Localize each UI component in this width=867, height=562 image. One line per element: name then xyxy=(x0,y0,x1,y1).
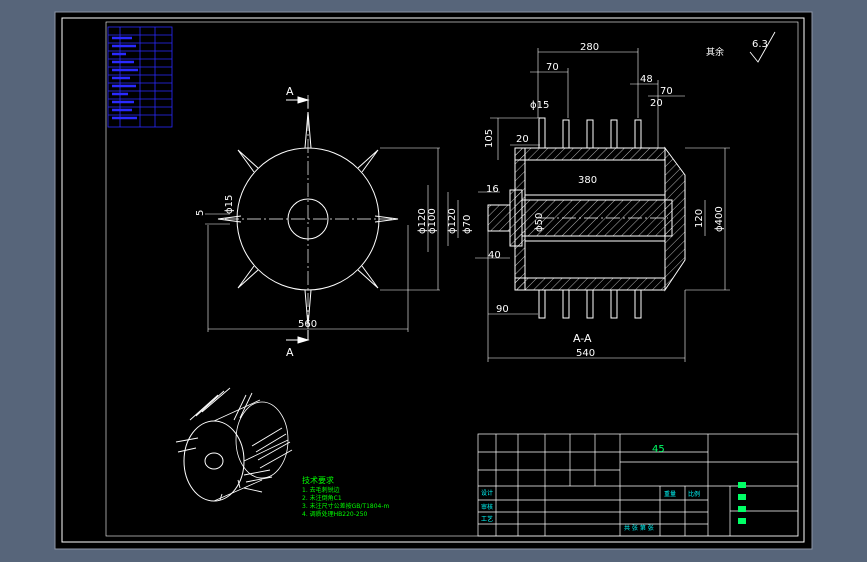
notes-item-3: 3. 未注尺寸公差按GB/T1804-m xyxy=(302,502,390,510)
section-label-aa: A-A xyxy=(573,332,592,345)
dim-90: 90 xyxy=(496,304,509,315)
revision-table xyxy=(107,26,173,128)
notes-item-1: 1. 去毛刺锐边 xyxy=(302,486,340,494)
title-scale-label: 比例 xyxy=(688,490,700,498)
dim-40: 40 xyxy=(488,250,501,261)
roughness-value: 6.3 xyxy=(752,39,768,50)
drawing-sheet xyxy=(54,11,813,550)
dim-phi120b-front: ϕ120 xyxy=(447,208,458,234)
dim-small-hole: 5 xyxy=(195,210,206,216)
title-weight-label: 重量 xyxy=(664,490,676,498)
title-material: 45 xyxy=(652,444,665,455)
dim-105: 105 xyxy=(484,129,495,148)
title-checker-label: 审核 xyxy=(481,503,493,511)
notes-item-2: 2. 未注倒角C1 xyxy=(302,494,342,502)
dim-380: 380 xyxy=(578,175,597,186)
dim-bore: ϕ15 xyxy=(224,195,235,214)
title-block-green-marks xyxy=(738,482,746,524)
dim-540: 540 xyxy=(576,348,595,359)
notes-title: 技术要求 xyxy=(302,475,334,485)
dim-70-left: 70 xyxy=(546,62,559,73)
side-fins-bottom xyxy=(538,289,642,319)
dim-phi120-front: ϕ120 xyxy=(417,208,428,234)
dim-70-right: 70 xyxy=(660,86,673,97)
dim-phi15-side: ϕ15 xyxy=(530,100,549,111)
side-fins-top xyxy=(538,117,642,149)
dim-20-top: 20 xyxy=(650,98,663,109)
dim-20-side: 20 xyxy=(516,134,529,145)
technical-notes: 技术要求 1. 去毛刺锐边 2. 未注倒角C1 3. 未注尺寸公差按GB/T18… xyxy=(302,475,390,518)
dim-phi100-front: ϕ100 xyxy=(427,208,438,234)
front-view xyxy=(205,95,459,344)
isometric-view xyxy=(175,387,293,502)
title-designer-label: 设计 xyxy=(481,489,493,497)
side-section-view xyxy=(475,31,776,362)
roughness-prefix: 其余 xyxy=(706,46,724,58)
title-sheet-label: 共 张 第 张 xyxy=(624,524,654,532)
drawing-border xyxy=(61,17,805,543)
section-label-bottom: A xyxy=(286,346,294,359)
notes-item-4: 4. 调质处理HB220-250 xyxy=(302,510,368,518)
dim-16: 16 xyxy=(486,184,499,195)
drawing-inner-border xyxy=(105,21,799,537)
front-fins xyxy=(217,111,399,327)
dim-phi70-front: ϕ70 xyxy=(462,215,473,234)
title-process-label: 工艺 xyxy=(481,515,493,523)
dim-120: 120 xyxy=(694,209,705,228)
dim-total-top: 280 xyxy=(580,42,599,53)
dim-outer-diameter: 560 xyxy=(298,319,317,330)
section-label-top: A xyxy=(286,85,294,98)
dim-48: 48 xyxy=(640,74,653,85)
dim-phi400: ϕ400 xyxy=(714,206,725,232)
dim-phi50: ϕ50 xyxy=(534,213,545,232)
